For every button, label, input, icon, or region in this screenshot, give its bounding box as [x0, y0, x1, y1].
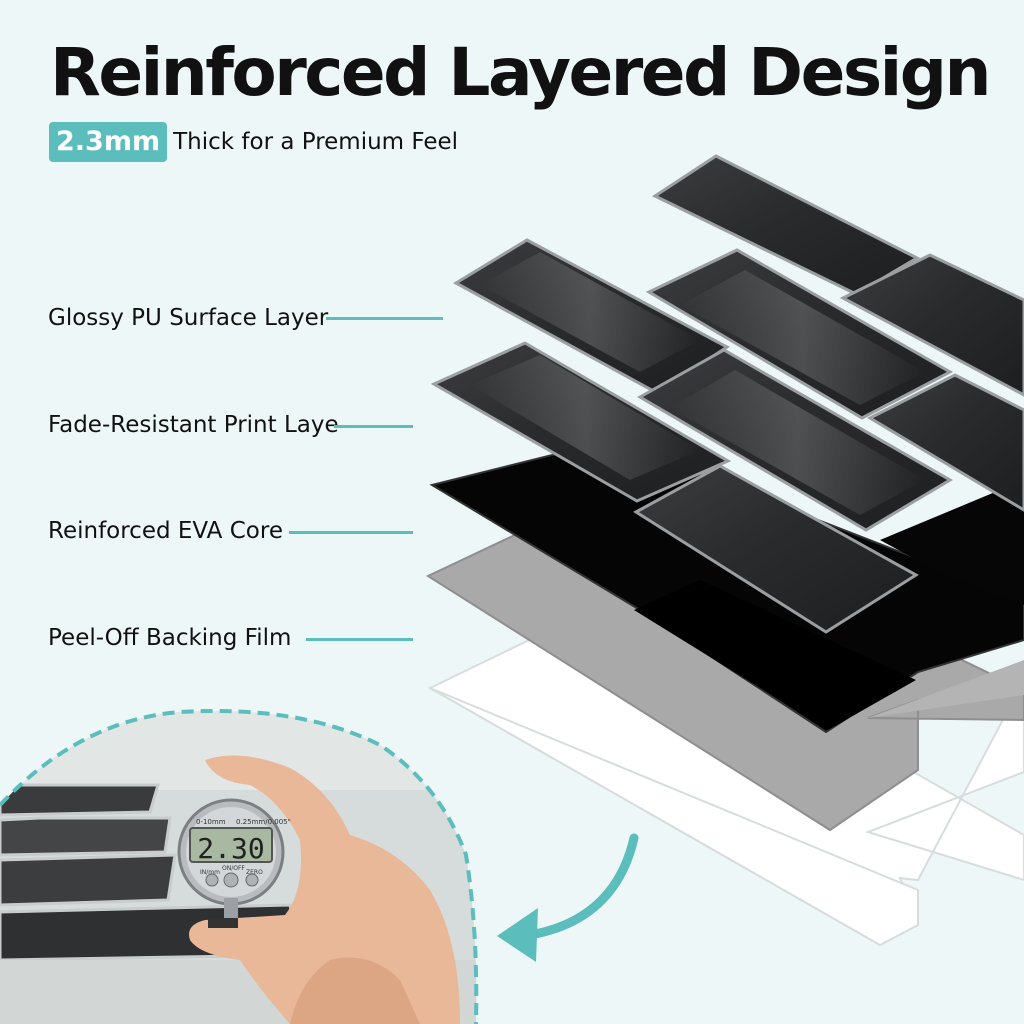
layer-label-core: Reinforced EVA Core — [48, 518, 283, 544]
leader-line-core — [289, 531, 413, 534]
page-title: Reinforced Layered Design — [50, 34, 991, 111]
leader-line-backing — [306, 638, 413, 641]
gauge-spec-label: 0.25mm/0.005" — [236, 818, 291, 826]
curved-arrow-icon — [497, 833, 639, 962]
layer-label-print: Fade-Resistant Print Laye — [48, 412, 339, 438]
subtitle: 2.3mm Thick for a Premium Feel — [49, 122, 458, 162]
subtitle-text: Thick for a Premium Feel — [173, 129, 459, 155]
thickness-badge: 2.3mm — [49, 122, 168, 162]
leader-line-print — [334, 425, 413, 428]
photo-dashed-border — [0, 708, 479, 1024]
layer-label-surface: Glossy PU Surface Layer — [48, 305, 329, 331]
peel-off-film-layer — [427, 598, 1024, 947]
gauge-zero-label: ZERO — [246, 869, 263, 876]
gauge-power-label: ON/OFF — [222, 865, 245, 872]
gauge-reading: 2.30 — [197, 832, 264, 865]
eva-core-layer — [429, 438, 1024, 734]
gauge-unit-label: IN/mm — [200, 869, 220, 876]
tile-shine — [470, 252, 925, 515]
leader-line-surface — [326, 317, 443, 320]
measurement-photo: 2.30 0-10mm 0.25mm/0.005" IN/mm ON/OFF Z… — [0, 708, 479, 1024]
gauge-range-label: 0-10mm — [196, 818, 226, 826]
layer-label-backing: Peel-Off Backing Film — [48, 625, 292, 651]
